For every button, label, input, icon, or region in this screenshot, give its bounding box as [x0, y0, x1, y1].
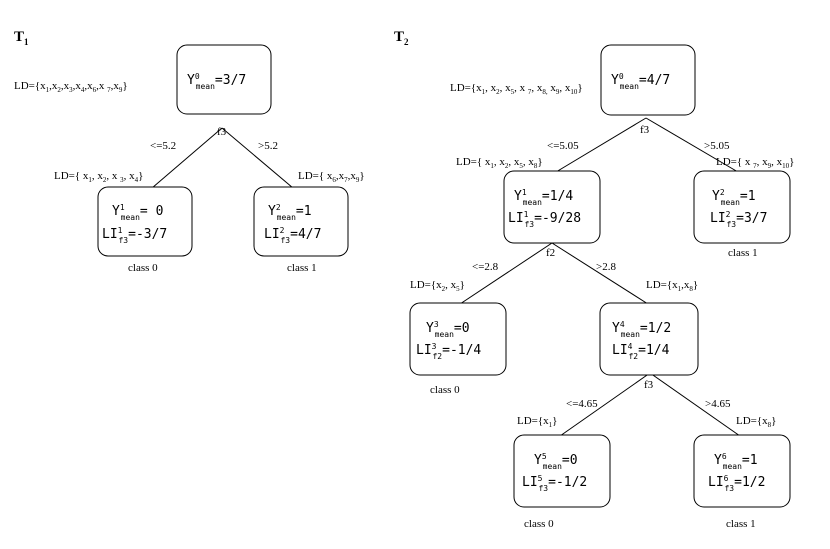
t2-node-6-ld: LD={x8}	[736, 415, 776, 429]
t2-split-3-right-condition: >4.65	[705, 398, 731, 410]
t2-split-3-feature: f3	[644, 379, 654, 391]
t2-split-2-feature: f2	[546, 247, 555, 259]
t2-edge-root-right	[645, 117, 739, 173]
t1-left-class: class 0	[128, 262, 158, 274]
t2-root-ld: LD={x1, x2, x5, x 7, x8, x9, x10}	[450, 82, 583, 96]
t1-edge-right	[221, 127, 294, 189]
t2-split-1-right-condition: >5.05	[704, 140, 730, 152]
t2-split-1-left-condition: <=5.05	[547, 140, 579, 152]
t2-split-2-right-condition: >2.8	[596, 261, 616, 273]
t1-left-condition: <=5.2	[150, 140, 176, 152]
t1-right-ld: LD={ x6,x7,x9}	[298, 170, 365, 184]
t2-edge-n1-left	[459, 242, 553, 305]
tree-t2: T2 f3 <=5.05 >5.05 f2 <=2.8 >2.8 f3 <=4.…	[394, 29, 794, 530]
t2-node-6-class: class 1	[726, 518, 756, 530]
t2-node-2-class: class 1	[728, 247, 758, 259]
t2-edge-root-left	[555, 117, 647, 173]
t1-right-class: class 1	[287, 262, 317, 274]
t2-node-5-class: class 0	[524, 518, 554, 530]
tree-t1-title: T1	[14, 29, 29, 47]
t2-node-5-ld: LD={x1}	[517, 415, 557, 429]
t2-node-4-ld: LD={x1,x8}	[646, 279, 698, 293]
t1-edge-left	[151, 127, 223, 189]
tree-t2-title: T2	[394, 29, 409, 47]
t1-right-condition: >5.2	[258, 140, 278, 152]
t2-node-1-ld: LD={ x1, x2, x5, x8}	[456, 156, 543, 170]
t1-left-ld: LD={ x1, x2, x 3, x4}	[54, 170, 143, 184]
t2-edge-n4-right	[649, 372, 741, 437]
t2-node-2-ld: LD={ x 7, x9, x10}	[716, 156, 794, 170]
t1-root-ld: LD={x1,x2,x3,x4,x6,x 7,x9}	[14, 80, 128, 94]
t2-edge-n1-right	[551, 242, 649, 305]
t2-split-2-left-condition: <=2.8	[472, 261, 499, 273]
t2-edge-n4-left	[559, 372, 651, 437]
t1-split-feature: f3	[217, 126, 227, 138]
t2-split-1-feature: f3	[640, 124, 650, 136]
t2-node-3-ld: LD={x2, x5}	[410, 279, 465, 293]
t2-split-3-left-condition: <=4.65	[566, 398, 598, 410]
t2-node-3-class: class 0	[430, 384, 460, 396]
